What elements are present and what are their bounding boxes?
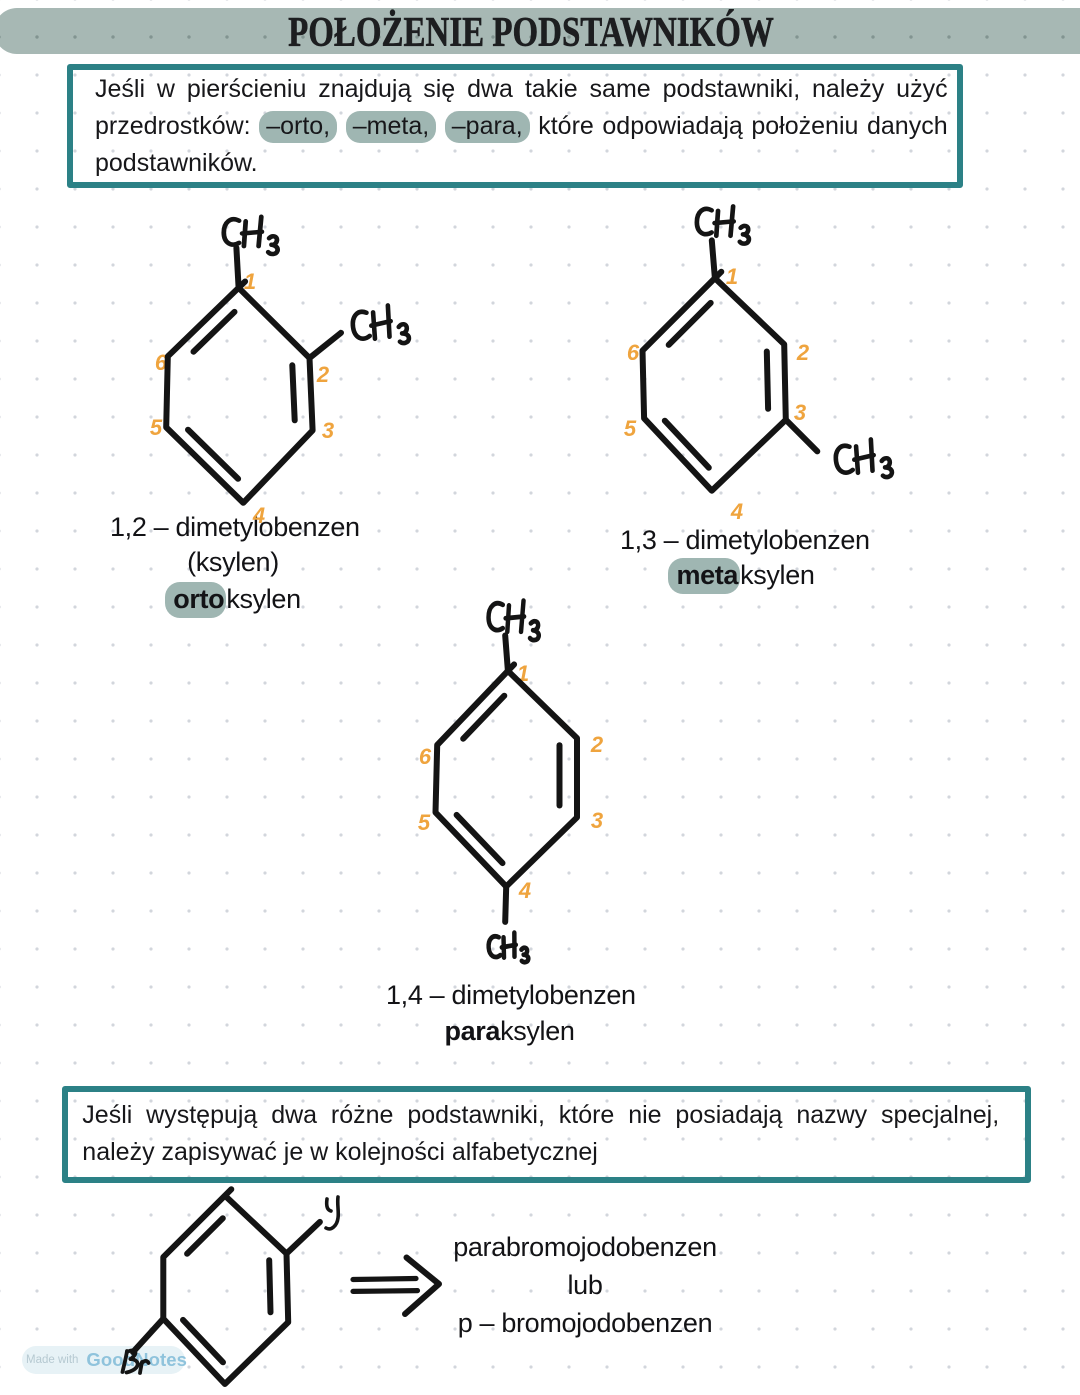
svg-text:5: 5: [418, 810, 431, 835]
svg-text:5: 5: [624, 416, 637, 441]
svg-text:1: 1: [726, 264, 738, 289]
svg-text:4: 4: [252, 503, 265, 528]
svg-text:3: 3: [322, 418, 334, 443]
svg-text:4: 4: [518, 878, 531, 903]
svg-text:2: 2: [316, 362, 330, 387]
svg-text:6: 6: [627, 340, 640, 365]
svg-text:6: 6: [419, 744, 432, 769]
svg-text:3: 3: [794, 400, 806, 425]
svg-text:4: 4: [730, 499, 743, 524]
svg-text:1: 1: [244, 269, 256, 294]
svg-text:2: 2: [590, 732, 604, 757]
svg-text:2: 2: [796, 340, 810, 365]
svg-text:5: 5: [150, 415, 163, 440]
svg-text:3: 3: [591, 808, 603, 833]
